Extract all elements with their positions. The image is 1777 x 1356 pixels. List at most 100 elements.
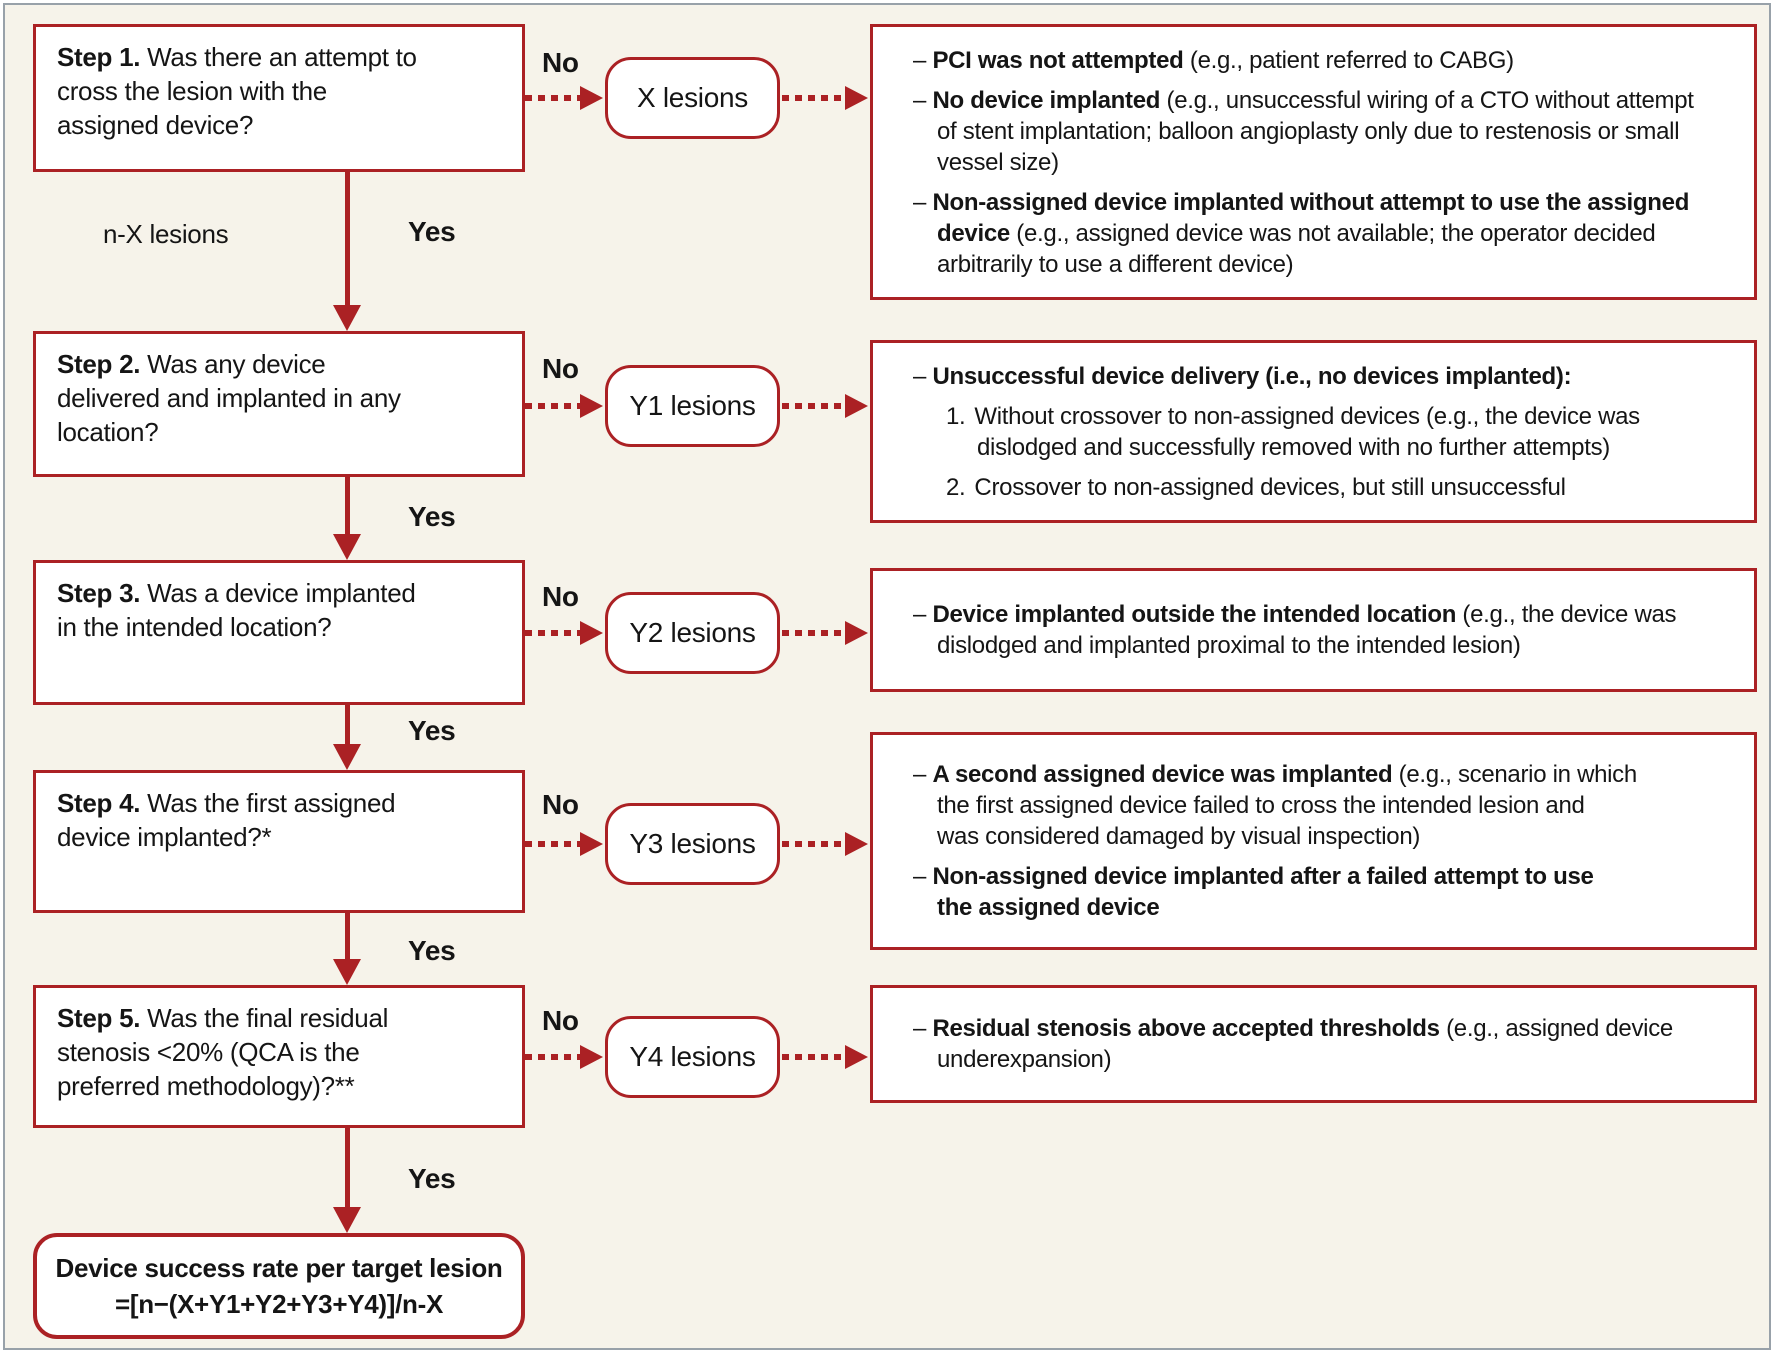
- bullet-dash: –: [913, 86, 927, 114]
- figure-frame: Step 1. Was there an attempt to cross th…: [3, 3, 1771, 1350]
- step-5-question: Was the final residual stenosis <20% (QC…: [57, 1003, 389, 1101]
- pill-y4-lesions-label: Y4 lesions: [629, 1041, 756, 1072]
- no-arrow-head-5: [580, 1045, 603, 1069]
- yes-arrow-line-1: [345, 172, 350, 306]
- pill-y1-lesions-label: Y1 lesions: [629, 390, 756, 421]
- pill-y3-lesions-label: Y3 lesions: [629, 828, 756, 859]
- step-4-label: Step 4.: [57, 788, 141, 818]
- reason-4-bullet-1: – A second assigned device was implanted…: [913, 759, 1740, 852]
- bullet-dash: –: [913, 761, 927, 788]
- step-5-label: Step 5.: [57, 1003, 141, 1033]
- reason-box-2: – Unsuccessful device delivery (i.e., no…: [870, 340, 1757, 523]
- reason-1-bullet-3: – Non-assigned device implanted without …: [913, 187, 1740, 280]
- pill-arrow-line-1: [782, 95, 845, 101]
- reason-5-bullet-1-lead: Residual stenosis above accepted thresho…: [932, 1015, 1440, 1042]
- step-2-label: Step 2.: [57, 349, 141, 379]
- reason-1-bullet-1-lead: PCI was not attempted: [932, 46, 1184, 74]
- no-arrow-line-1: [525, 95, 580, 101]
- no-label-3: No: [542, 581, 579, 612]
- no-arrow-line-2: [525, 403, 580, 409]
- step-4-question: Was the first assigned device implanted?…: [57, 788, 396, 852]
- reason-3-bullet-1: – Device implanted outside the intended …: [913, 599, 1740, 661]
- bullet-dash: –: [913, 601, 927, 628]
- yes-arrow-line-2: [345, 477, 350, 535]
- bullet-dash: –: [913, 1015, 927, 1042]
- reason-2-item-1-number: 1.: [946, 402, 966, 430]
- reason-2-item-1: 1.Without crossover to non-assigned devi…: [913, 401, 1740, 463]
- step-5-box: Step 5. Was the final residual stenosis …: [33, 985, 525, 1128]
- step-3-text: Step 3. Was a device implanted in the in…: [57, 576, 502, 644]
- reason-3-bullet-1-rest: (e.g., the device was dislodged and impl…: [937, 601, 1677, 659]
- no-label-5: No: [542, 1005, 579, 1036]
- yes-arrow-line-3: [345, 705, 350, 745]
- pill-arrow-line-4: [782, 841, 845, 847]
- reason-2-bullet-1-lead: Unsuccessful device delivery (i.e., no d…: [932, 362, 1572, 390]
- step-4-text: Step 4. Was the first assigned device im…: [57, 786, 502, 854]
- reason-1-bullet-2: – No device implanted (e.g., unsuccessfu…: [913, 85, 1740, 178]
- step-3-box: Step 3. Was a device implanted in the in…: [33, 560, 525, 705]
- reason-1-bullet-3-lead: Non-assigned device implanted without at…: [932, 188, 1690, 247]
- no-arrow-head-3: [580, 621, 603, 645]
- bullet-dash: –: [913, 362, 927, 390]
- yes-arrow-head-5: [333, 1207, 361, 1233]
- pill-arrow-head-2: [845, 394, 868, 418]
- reason-1-bullet-2-rest: (e.g., unsuccessful wiring of a CTO with…: [937, 86, 1694, 176]
- reason-1-bullet-1-rest: (e.g., patient referred to CABG): [1183, 46, 1514, 74]
- yes-arrow-head-4: [333, 959, 361, 985]
- pill-y2-lesions: Y2 lesions: [605, 592, 780, 674]
- step-4-box: Step 4. Was the first assigned device im…: [33, 770, 525, 913]
- step-3-label: Step 3.: [57, 578, 141, 608]
- step-2-question: Was any device delivered and implanted i…: [57, 349, 401, 447]
- reason-box-5: – Residual stenosis above accepted thres…: [870, 985, 1757, 1103]
- yes-arrow-line-4: [345, 913, 350, 960]
- pill-arrow-head-5: [845, 1045, 868, 1069]
- pill-y2-lesions-label: Y2 lesions: [629, 617, 756, 648]
- step-1-label: Step 1.: [57, 42, 141, 72]
- step-1-question: Was there an attempt to cross the lesion…: [57, 42, 417, 140]
- reason-4-bullet-2: – Non-assigned device implanted after a …: [913, 861, 1740, 923]
- yes-arrow-head-1: [333, 305, 361, 331]
- reason-box-4: – A second assigned device was implanted…: [870, 732, 1757, 950]
- pill-arrow-head-3: [845, 621, 868, 645]
- yes-label-5: Yes: [408, 1163, 456, 1194]
- reason-1-bullet-2-lead: No device implanted: [932, 86, 1161, 114]
- yes-arrow-head-3: [333, 744, 361, 770]
- step-3-question: Was a device implanted in the intended l…: [57, 578, 416, 642]
- reason-2-item-2-number: 2.: [946, 473, 966, 501]
- device-success-rate-box: Device success rate per target lesion =[…: [33, 1233, 525, 1339]
- no-arrow-head-1: [580, 86, 603, 110]
- yes-label-2: Yes: [408, 501, 456, 532]
- no-arrow-head-2: [580, 394, 603, 418]
- reason-box-3: – Device implanted outside the intended …: [870, 568, 1757, 692]
- reason-4-bullet-1-lead: A second assigned device was implanted: [932, 761, 1393, 788]
- step-2-text: Step 2. Was any device delivered and imp…: [57, 347, 502, 449]
- bullet-dash: –: [913, 188, 927, 216]
- no-label-1: No: [542, 47, 579, 78]
- reason-1-bullet-1: – PCI was not attempted (e.g., patient r…: [913, 45, 1740, 76]
- reason-5-bullet-1-rest: (e.g., assigned device underexpansion): [937, 1015, 1673, 1073]
- pill-y1-lesions: Y1 lesions: [605, 365, 780, 447]
- step-2-box: Step 2. Was any device delivered and imp…: [33, 331, 525, 477]
- step-5-text: Step 5. Was the final residual stenosis …: [57, 1001, 502, 1103]
- pill-y3-lesions: Y3 lesions: [605, 803, 780, 885]
- pill-x-lesions-label: X lesions: [637, 82, 748, 113]
- no-label-2: No: [542, 353, 579, 384]
- bullet-dash: –: [913, 863, 927, 890]
- pill-arrow-line-3: [782, 630, 845, 636]
- yes-arrow-head-2: [333, 534, 361, 560]
- bullet-dash: –: [913, 46, 927, 74]
- step-1-box: Step 1. Was there an attempt to cross th…: [33, 24, 525, 172]
- yes-label-1: Yes: [408, 216, 456, 247]
- yes-label-3: Yes: [408, 715, 456, 746]
- reason-2-item-2: 2.Crossover to non-assigned devices, but…: [913, 472, 1740, 503]
- no-arrow-line-5: [525, 1054, 580, 1060]
- step-1-text: Step 1. Was there an attempt to cross th…: [57, 40, 502, 142]
- pill-arrow-line-2: [782, 403, 845, 409]
- reason-1-bullet-3-rest: (e.g., assigned device was not available…: [937, 219, 1656, 278]
- device-success-rate-formula: =[n−(X+Y1+Y2+Y3+Y4)]/n-X: [114, 1289, 444, 1319]
- pill-arrow-head-4: [845, 832, 868, 856]
- reason-3-bullet-1-lead: Device implanted outside the intended lo…: [932, 601, 1457, 628]
- n-x-lesions-label: n-X lesions: [103, 219, 229, 249]
- no-label-4: No: [542, 789, 579, 820]
